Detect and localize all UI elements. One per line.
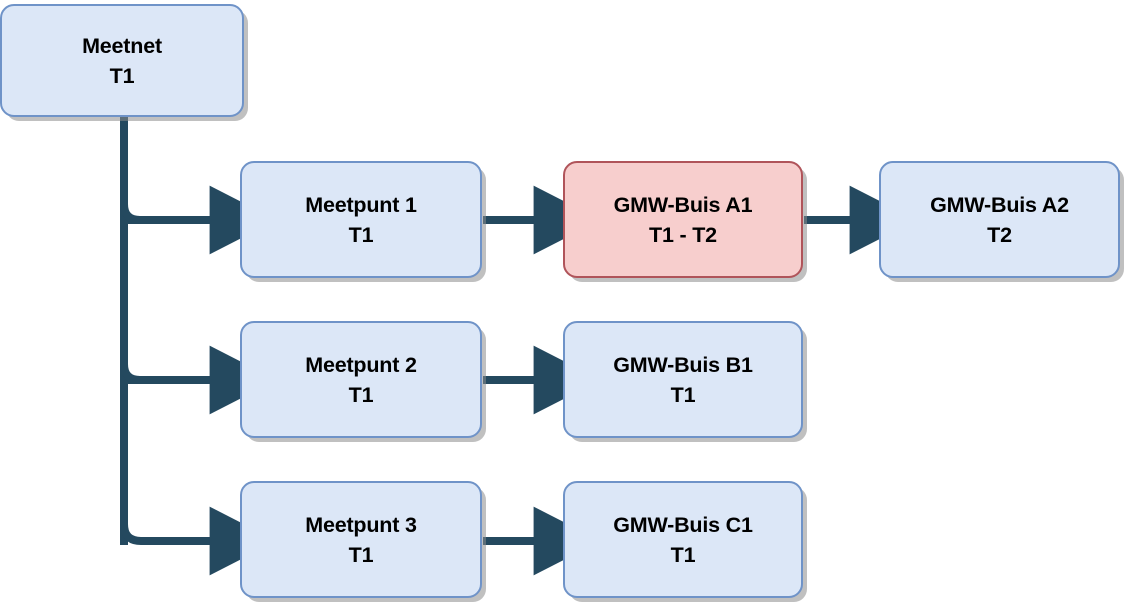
node-meetnet-line1: Meetnet — [82, 33, 162, 58]
node-gmw-buis-a2-line2: T2 — [987, 222, 1012, 247]
edge-meetnet-to-meetpunt-3 — [120, 506, 277, 576]
node-gmw-buis-b1-line2: T1 — [670, 382, 696, 407]
node-meetpunt-3[interactable]: Meetpunt 3 T1 — [240, 481, 482, 598]
node-gmw-buis-a1-line1: GMW-Buis A1 — [613, 192, 753, 217]
node-meetnet[interactable]: Meetnet T1 — [0, 4, 244, 117]
node-gmw-buis-a2[interactable]: GMW-Buis A2 T2 — [879, 161, 1120, 278]
node-meetpunt-1[interactable]: Meetpunt 1 T1 — [240, 161, 482, 278]
node-gmw-buis-a2-line1: GMW-Buis A2 — [930, 192, 1069, 217]
node-gmw-buis-c1-line1: GMW-Buis C1 — [613, 512, 753, 537]
node-gmw-buis-c1-line2: T1 — [670, 542, 696, 567]
node-gmw-buis-b1-line1: GMW-Buis B1 — [613, 352, 753, 377]
node-gmw-buis-a1-line2: T1 - T2 — [649, 222, 717, 247]
edge-meetnet-to-meetpunt-1-elbow — [120, 203, 150, 224]
node-meetnet-line2: T1 — [109, 63, 135, 88]
node-gmw-buis-c1[interactable]: GMW-Buis C1 T1 — [563, 481, 803, 598]
node-gmw-buis-a1[interactable]: GMW-Buis A1 T1 - T2 — [563, 161, 803, 278]
node-meetpunt-1-line1: Meetpunt 1 — [305, 192, 417, 217]
node-meetpunt-2-line1: Meetpunt 2 — [305, 352, 417, 377]
node-gmw-buis-b1[interactable]: GMW-Buis B1 T1 — [563, 321, 803, 438]
node-meetpunt-3-line1: Meetpunt 3 — [305, 512, 417, 537]
node-meetpunt-2[interactable]: Meetpunt 2 T1 — [240, 321, 482, 438]
node-meetpunt-3-line2: T1 — [348, 542, 374, 567]
edge-meetnet-to-meetpunt-2-elbow — [120, 363, 150, 384]
node-meetpunt-2-line2: T1 — [348, 382, 374, 407]
node-meetpunt-1-line2: T1 — [348, 222, 374, 247]
